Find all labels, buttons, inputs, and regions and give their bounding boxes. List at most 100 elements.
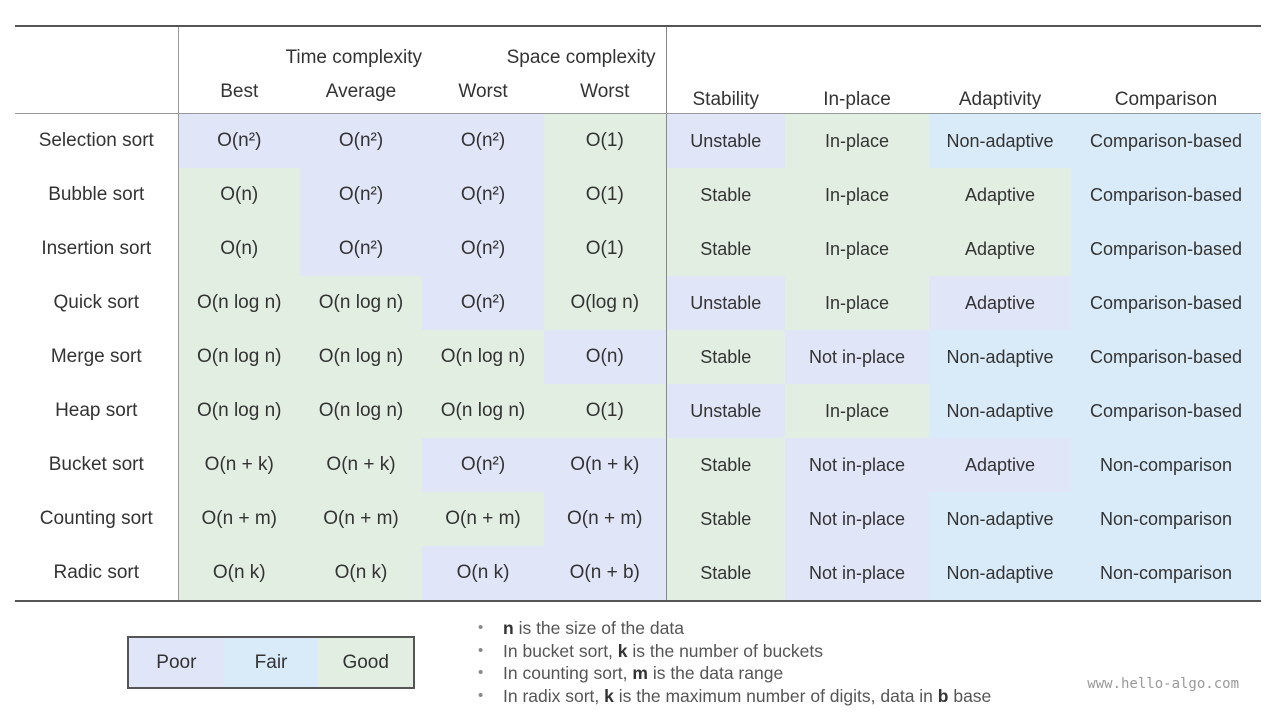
cell-stability: Unstable: [665, 384, 786, 438]
row-header: Counting sort: [39, 508, 153, 529]
cell-best: O(n k): [177, 546, 300, 601]
cell-comparison: Comparison-based: [1071, 168, 1262, 222]
cell-stability: Stable: [665, 438, 786, 492]
cell-inplace: Not in-place: [785, 546, 930, 601]
color-legend: Poor Fair Good: [127, 636, 415, 689]
cell-best: O(n): [177, 222, 300, 276]
cell-adaptivity: Non-adaptive: [929, 546, 1072, 601]
note-text: In counting sort,: [503, 663, 633, 683]
col-header-inplace: In-place: [785, 26, 930, 114]
cell-adaptivity: Non-adaptive: [929, 384, 1072, 438]
cell-best: O(n + k): [177, 438, 300, 492]
note-variable: b: [937, 685, 949, 706]
notes-list: n is the size of the dataIn bucket sort,…: [478, 617, 991, 707]
comparison-table: Time complexity Space complexity Stabili…: [15, 25, 1262, 602]
sorting-comparison-table: Time complexity Space complexity Stabili…: [15, 25, 1262, 602]
row-header: Quick sort: [53, 292, 140, 313]
cell-inplace: In-place: [785, 384, 930, 438]
cell-worst-space: O(1): [544, 168, 667, 222]
col-header-best: Best: [177, 71, 300, 114]
cell-inplace: Not in-place: [785, 492, 930, 546]
cell-worst-time: O(n²): [422, 438, 545, 492]
row-header: Selection sort: [38, 130, 154, 151]
col-header-comparison: Comparison: [1071, 26, 1262, 114]
note-item: In counting sort, m is the data range: [478, 662, 991, 685]
cell-best: O(n): [177, 168, 300, 222]
cell-worst-time: O(n + m): [422, 492, 545, 546]
cell-average: O(n k): [300, 546, 423, 601]
col-header-stability: Stability: [665, 26, 786, 114]
cell-adaptivity: Adaptive: [929, 168, 1072, 222]
cell-worst-time: O(n log n): [422, 384, 545, 438]
col-header-worst-time: Worst: [422, 71, 545, 114]
cell-stability: Stable: [665, 546, 786, 601]
cell-stability: Stable: [665, 168, 786, 222]
cell-worst-time: O(n²): [422, 276, 545, 330]
cell-comparison: Comparison-based: [1071, 384, 1262, 438]
cell-inplace: In-place: [785, 222, 930, 276]
note-text: base: [948, 685, 992, 706]
cell-worst-space: O(1): [544, 222, 667, 276]
cell-comparison: Comparison-based: [1071, 330, 1262, 384]
row-header: Radic sort: [53, 562, 140, 583]
cell-worst-space: O(1): [544, 113, 667, 168]
cell-worst-space: O(n + k): [544, 438, 667, 492]
note-text: is the number of buckets: [627, 640, 824, 661]
cell-worst-space: O(1): [544, 384, 667, 438]
group-header-time: Time complexity: [177, 26, 423, 71]
cell-worst-space: O(log n): [544, 276, 667, 330]
note-item: In radix sort, k is the maximum number o…: [478, 685, 991, 708]
cell-comparison: Comparison-based: [1071, 222, 1262, 276]
cell-adaptivity: Adaptive: [929, 438, 1072, 492]
cell-comparison: Comparison-based: [1071, 276, 1262, 330]
cell-inplace: In-place: [785, 113, 930, 168]
legend-poor: Poor: [129, 638, 224, 687]
col-header-worst-space: Worst: [544, 71, 667, 114]
row-header: Bubble sort: [48, 184, 145, 205]
cell-stability: Unstable: [665, 113, 786, 168]
note-item: In bucket sort, k is the number of bucke…: [478, 640, 991, 663]
cell-average: O(n²): [300, 222, 423, 276]
cell-average: O(n²): [300, 113, 423, 168]
cell-worst-time: O(n²): [422, 113, 545, 168]
note-text: is the size of the data: [513, 618, 684, 638]
col-header-adaptivity: Adaptivity: [929, 26, 1072, 114]
cell-adaptivity: Non-adaptive: [929, 492, 1072, 546]
row-header: Merge sort: [50, 346, 142, 367]
cell-average: O(n log n): [300, 330, 423, 384]
cell-best: O(n log n): [177, 384, 300, 438]
cell-inplace: Not in-place: [785, 438, 930, 492]
cell-worst-time: O(n k): [422, 546, 545, 601]
group-header-space: Space complexity: [506, 47, 656, 68]
note-text: is the maximum number of digits, data in: [613, 685, 938, 706]
note-text: In bucket sort,: [503, 640, 618, 661]
cell-worst-space: O(n): [544, 330, 667, 384]
note-variable: m: [632, 663, 648, 683]
cell-best: O(n log n): [177, 330, 300, 384]
cell-stability: Stable: [665, 222, 786, 276]
cell-inplace: Not in-place: [785, 330, 930, 384]
note-variable: n: [503, 618, 514, 638]
legend-fair: Fair: [223, 638, 319, 687]
cell-adaptivity: Non-adaptive: [929, 330, 1072, 384]
corner-cell: [15, 26, 178, 114]
cell-adaptivity: Non-adaptive: [929, 113, 1072, 168]
cell-average: O(n + k): [300, 438, 423, 492]
note-text: In radix sort,: [503, 685, 605, 706]
note-text: is the data range: [647, 663, 784, 683]
cell-stability: Stable: [665, 492, 786, 546]
cell-best: O(n + m): [177, 492, 300, 546]
row-header: Heap sort: [55, 400, 138, 421]
note-variable: k: [604, 685, 614, 706]
legend-good: Good: [318, 638, 414, 687]
cell-adaptivity: Adaptive: [929, 276, 1072, 330]
cell-comparison: Non-comparison: [1071, 492, 1262, 546]
cell-comparison: Comparison-based: [1071, 113, 1262, 168]
